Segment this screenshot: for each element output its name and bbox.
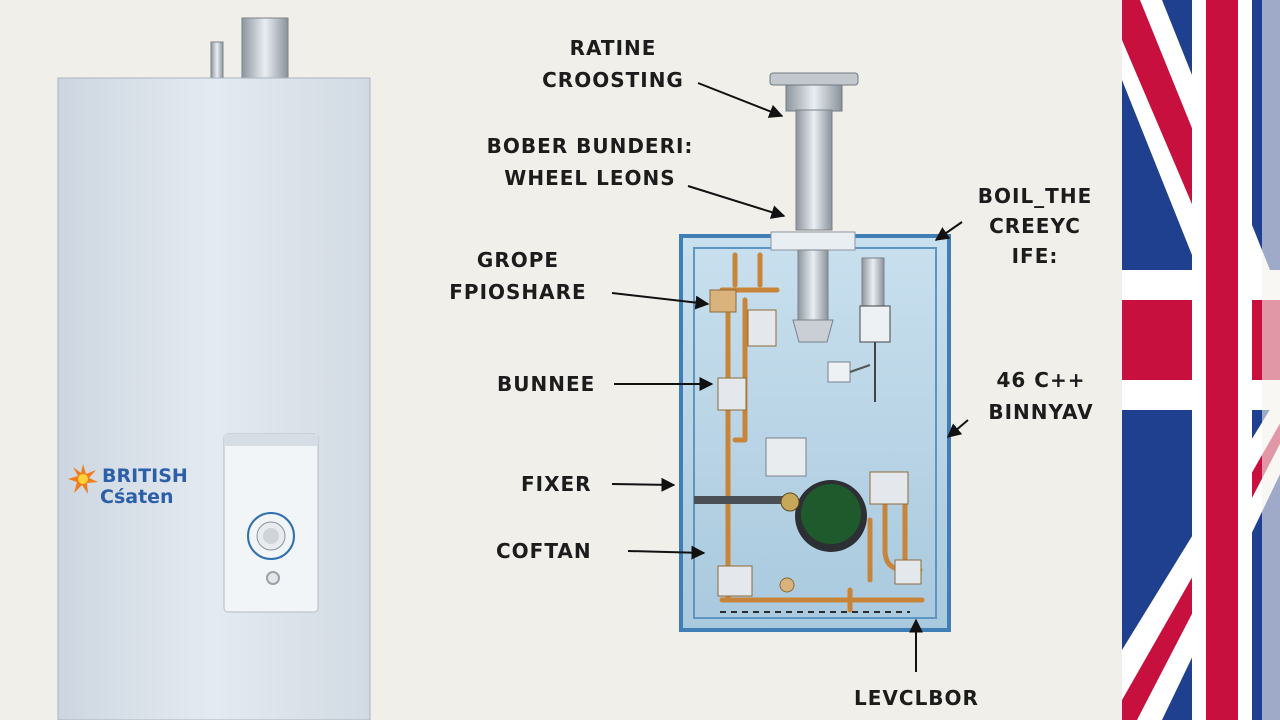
label-creeyc-line-2: CREEYC xyxy=(989,214,1081,238)
label-fpioshare: GROPE FPIOSHARE xyxy=(430,248,606,304)
label-wheel-leons: BOBER BUNDERI: WHEEL LEONS xyxy=(470,134,710,190)
label-crossing-line-2: CROOSTING xyxy=(542,68,684,92)
label-bunnee: BUNNEE xyxy=(497,372,596,396)
label-coftan: COFTAN xyxy=(496,539,592,563)
label-creeyc-line-1: BOIL_THE xyxy=(977,184,1093,208)
label-levclbor: LEVCLBOR xyxy=(854,686,979,710)
label-wheel-leons-line-2: WHEEL LEONS xyxy=(504,166,676,190)
label-creeyc-line-3: IFE: xyxy=(1011,244,1059,268)
label-crossing-line-1: RATINE xyxy=(569,36,657,60)
label-fixer: FIXER xyxy=(521,472,592,496)
brand-logo: BRITISH Cśaten xyxy=(68,464,188,508)
label-binnyav: 46 C++ BINNYAV xyxy=(966,368,1116,424)
arrow-binnyav xyxy=(946,419,969,438)
arrow-creeyc xyxy=(934,221,963,241)
arrow-crossing xyxy=(697,82,784,118)
label-binnyav-line-1: 46 C++ xyxy=(996,368,1086,392)
label-binnyav-line-2: BINNYAV xyxy=(988,400,1094,424)
label-fpioshare-line-2: FPIOSHARE xyxy=(449,280,587,304)
arrow-fpioshare xyxy=(611,292,710,310)
brand-line-1: BRITISH xyxy=(102,465,188,487)
indicator-light xyxy=(266,571,280,585)
arrow-fixer xyxy=(611,477,676,492)
label-crossing: RATINE CROOSTING xyxy=(532,36,694,92)
union-flag-icon xyxy=(1122,0,1280,720)
control-knob-icon[interactable] xyxy=(241,506,301,566)
arrow-coftan xyxy=(627,545,706,560)
brand-line-2: Cśaten xyxy=(100,485,174,508)
flame-star-icon xyxy=(68,464,98,494)
arrow-wheel xyxy=(687,185,786,219)
label-creeyc: BOIL_THE CREEYC IFE: xyxy=(960,184,1110,268)
label-wheel-leons-line-1: BOBER BUNDERI: xyxy=(486,134,694,158)
label-fpioshare-line-1: GROPE xyxy=(476,248,560,272)
